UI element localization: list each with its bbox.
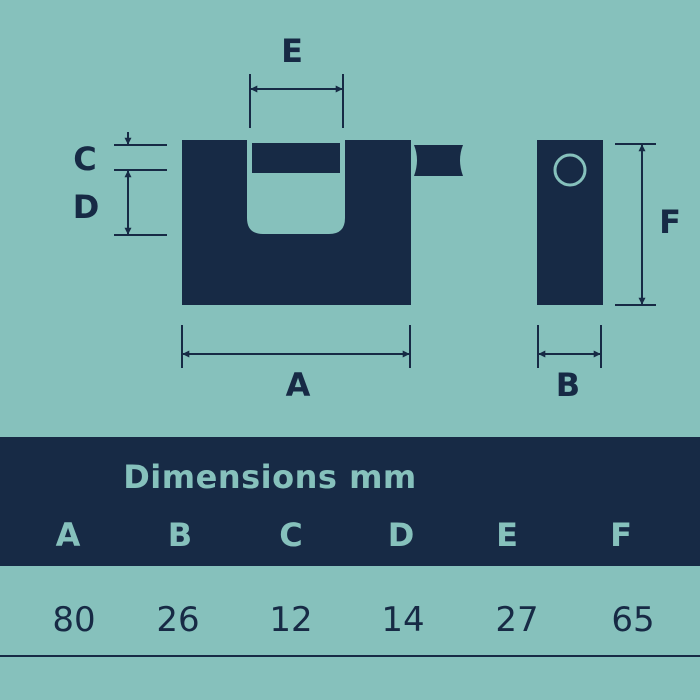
dimension-label-c: C — [73, 140, 96, 178]
table-value-c: 12 — [269, 600, 313, 640]
dimension-c-d — [114, 132, 167, 236]
table-value-a: 80 — [52, 600, 96, 640]
table-bottom-rule — [0, 655, 700, 657]
dimensions-table-header — [0, 437, 700, 566]
padlock-key-cylinder — [414, 145, 463, 176]
dimension-label-e: E — [281, 32, 303, 70]
dimension-label-b: B — [556, 366, 580, 404]
dimension-b — [537, 325, 602, 368]
table-value-f: 65 — [611, 600, 655, 640]
padlock-side-hole-icon — [553, 153, 587, 187]
dimension-label-a: A — [286, 366, 311, 404]
padlock-front-view — [182, 140, 411, 305]
dimension-label-f: F — [659, 203, 681, 241]
padlock-side-view — [537, 140, 603, 305]
dimension-label-d: D — [73, 188, 100, 226]
dimensions-table-title: Dimensions mm — [123, 458, 417, 496]
table-header-c: C — [279, 516, 303, 554]
table-header-f: F — [610, 516, 632, 554]
table-value-b: 26 — [156, 600, 200, 640]
padlock-dimension-diagram: E A B F C D — [73, 32, 681, 404]
table-header-d: D — [387, 516, 415, 554]
padlock-shackle-bar — [252, 143, 340, 173]
dimension-e — [249, 74, 344, 128]
table-header-e: E — [496, 516, 518, 554]
table-value-d: 14 — [381, 600, 425, 640]
dimension-f — [615, 143, 656, 306]
table-value-e: 27 — [495, 600, 539, 640]
table-header-a: A — [55, 516, 81, 554]
dimension-a — [181, 325, 411, 368]
table-header-b: B — [167, 516, 193, 554]
